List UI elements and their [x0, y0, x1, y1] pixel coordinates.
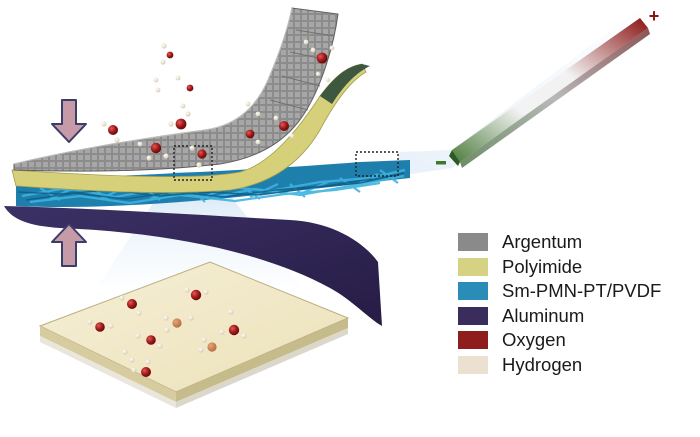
- inset-molecule: [184, 287, 209, 301]
- arrow-down-icon: [51, 99, 87, 143]
- inset-molecule: [198, 337, 217, 353]
- zoom-marker-right: [355, 151, 399, 177]
- positive-terminal-symbol: +: [649, 6, 660, 26]
- molecule: [137, 141, 169, 161]
- inset-molecule: [122, 349, 135, 363]
- legend-item-argentum: Argentum: [458, 230, 698, 255]
- inset-molecule: [87, 319, 114, 332]
- molecule: [168, 75, 194, 130]
- inset-molecule: [131, 359, 151, 377]
- inset-molecule: [219, 309, 247, 339]
- inset-molecule: [119, 295, 142, 316]
- legend-swatch: [458, 257, 488, 276]
- molecule: [101, 121, 120, 143]
- legend-swatch: [458, 282, 488, 301]
- legend-item-hydrogen: Hydrogen: [458, 353, 698, 378]
- molecule: [315, 71, 331, 83]
- legend-label: Sm-PMN-PT/PVDF: [502, 280, 662, 302]
- legend-label: Polyimide: [502, 255, 583, 277]
- legend-label: Hydrogen: [502, 353, 583, 375]
- molecule: [189, 145, 207, 168]
- legend-item-sm-pmn-pt-pvdf: Sm-PMN-PT/PVDF: [458, 279, 698, 304]
- zoom-projection-right: [398, 8, 640, 176]
- polyimide-layer: [11, 63, 367, 193]
- legend: Argentum Polyimide Sm-PMN-PT/PVDF Alumin…: [458, 230, 698, 378]
- polyimide-edge: [320, 64, 370, 104]
- negative-terminal-symbol: [436, 161, 446, 165]
- zoom-inset-box: [38, 261, 350, 408]
- molecule: [245, 101, 261, 145]
- inset-molecule: [163, 315, 194, 333]
- electrode-beam: [449, 18, 650, 168]
- water-molecules: [101, 39, 335, 168]
- legend-item-oxygen: Oxygen: [458, 328, 698, 353]
- molecule: [160, 43, 174, 65]
- legend-item-aluminum: Aluminum: [458, 304, 698, 329]
- molecule: [303, 39, 335, 64]
- legend-label: Oxygen: [502, 329, 566, 351]
- legend-item-polyimide: Polyimide: [458, 255, 698, 280]
- legend-label: Argentum: [502, 231, 583, 252]
- arrow-up-icon: [51, 223, 87, 267]
- legend-swatch: [458, 233, 488, 251]
- inset-molecule: [135, 333, 163, 349]
- aluminum-layer: [4, 206, 382, 326]
- molecule: [273, 115, 295, 139]
- legend-label: Aluminum: [502, 304, 585, 326]
- legend-swatch: [458, 355, 488, 374]
- molecule: [153, 77, 161, 93]
- legend-swatch: [458, 331, 488, 350]
- legend-swatch: [458, 306, 488, 325]
